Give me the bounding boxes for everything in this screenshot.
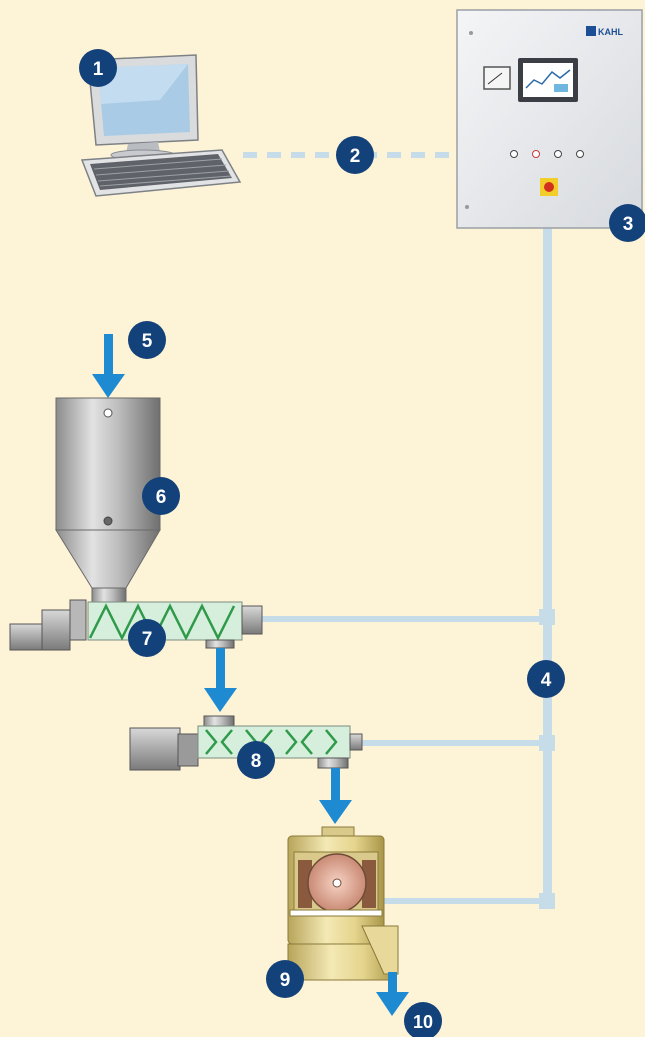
badge-7: 7	[128, 619, 166, 657]
flow-arrow-to-mill	[319, 768, 352, 824]
badge-8: 8	[237, 741, 275, 779]
badge-6: 6	[142, 477, 180, 515]
motor-icon	[9, 599, 87, 651]
keyboard	[80, 149, 242, 197]
badge-4: 4	[527, 660, 565, 698]
badge-7-label: 7	[142, 629, 153, 650]
touch-panel-display	[518, 58, 578, 102]
cabinet-brand: KAHL	[598, 27, 623, 37]
badge-9: 9	[266, 960, 304, 998]
emergency-stop-icon	[540, 178, 558, 196]
badge-10: 10	[404, 1002, 442, 1037]
badge-2-label: 2	[350, 146, 361, 167]
badge-5: 5	[128, 321, 166, 359]
badge-4-label: 4	[541, 670, 552, 691]
pellet-mill	[287, 826, 399, 981]
motor-icon	[129, 727, 199, 771]
badge-6-label: 6	[156, 487, 167, 508]
badge-8-label: 8	[251, 751, 262, 772]
pellet-mill-rotor	[289, 853, 383, 917]
product-outlet-arrow	[376, 972, 409, 1016]
signal-line-mixing-screw	[362, 735, 555, 751]
monitor	[87, 54, 199, 161]
badge-10-label: 10	[413, 1012, 433, 1032]
badge-2: 2	[336, 136, 374, 174]
selector-switches-icon	[510, 150, 584, 158]
computer	[80, 54, 242, 197]
mixing-screw	[129, 715, 363, 771]
signal-line-trunk	[543, 228, 552, 908]
hopper	[55, 397, 161, 605]
badge-5-label: 5	[142, 331, 153, 352]
badge-1: 1	[79, 49, 117, 87]
material-inlet-arrow	[92, 334, 125, 398]
badge-9-label: 9	[280, 970, 291, 991]
badge-3-label: 3	[623, 214, 634, 235]
badge-3: 3	[609, 204, 645, 242]
badge-1-label: 1	[93, 59, 104, 80]
brand-logo-icon	[586, 26, 596, 36]
signal-line-metering-screw	[262, 609, 555, 625]
analog-gauge-icon	[483, 66, 511, 90]
signal-line-pellet-mill	[382, 893, 555, 909]
control-cabinet: KAHL	[456, 9, 643, 229]
flow-arrow-to-mixer	[204, 648, 237, 712]
